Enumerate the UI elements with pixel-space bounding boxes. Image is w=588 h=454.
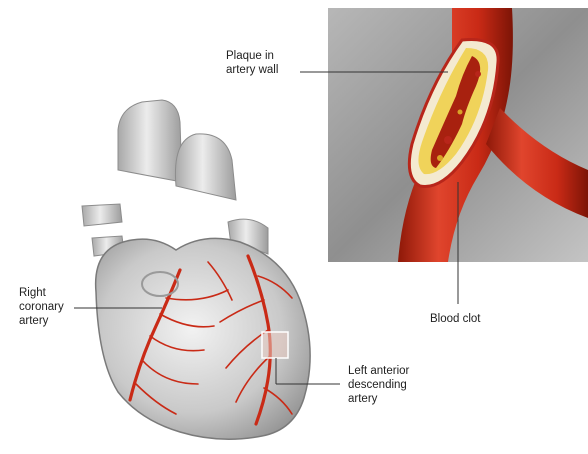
aorta <box>175 134 236 200</box>
label-plaque-in-artery-wall: Plaque in artery wall <box>226 49 278 77</box>
label-line: Left anterior <box>348 364 409 378</box>
label-right-coronary-artery: Right coronary artery <box>19 286 64 328</box>
label-line: artery <box>348 392 409 406</box>
label-blood-clot: Blood clot <box>430 312 481 326</box>
label-line: coronary <box>19 300 64 314</box>
label-line: artery <box>19 314 64 328</box>
label-line: Right <box>19 286 64 300</box>
label-line: Plaque in <box>226 49 278 63</box>
pulmonary-vein-left <box>82 204 122 226</box>
label-line: artery wall <box>226 63 278 77</box>
label-left-anterior-descending-artery: Left anterior descending artery <box>348 364 409 406</box>
label-line: descending <box>348 378 409 392</box>
superior-vena-cava <box>118 100 182 182</box>
heart-illustration <box>82 100 310 439</box>
label-line: Blood clot <box>430 312 481 326</box>
blockage-highlight <box>262 332 288 358</box>
